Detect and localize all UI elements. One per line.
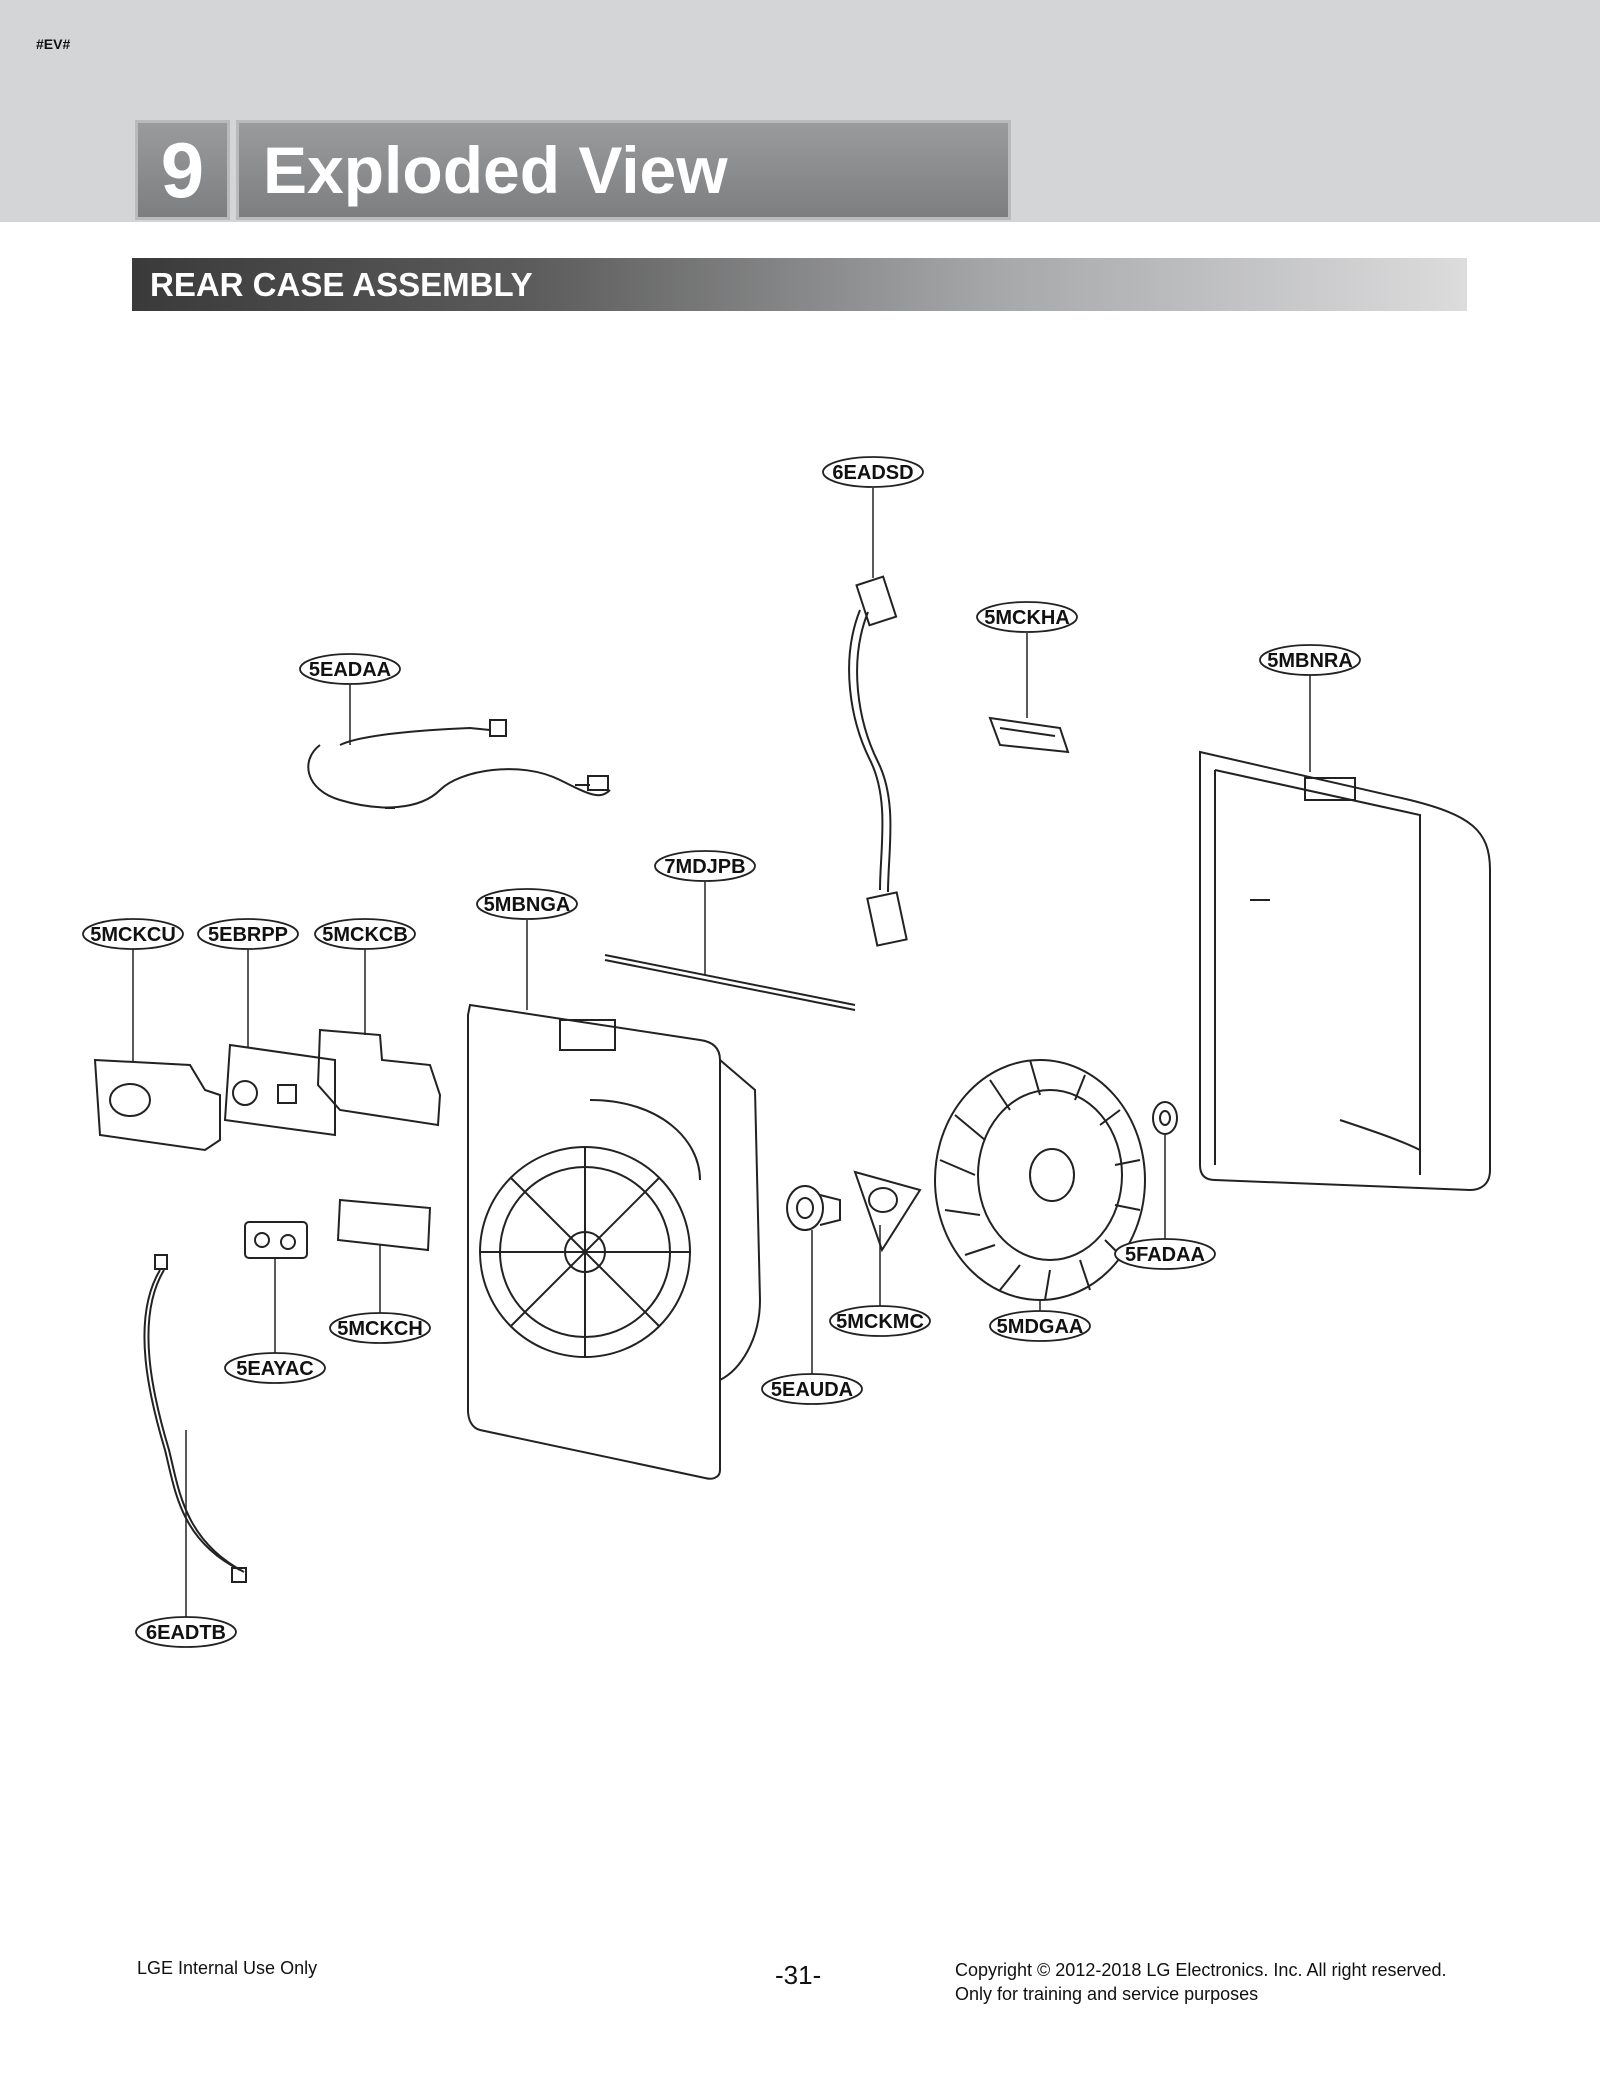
label-bubble <box>476 888 578 920</box>
label-bubble <box>829 1305 931 1337</box>
part-label-5mckcb: 5MCKCB <box>314 918 416 950</box>
leader-lines <box>132 488 1311 1617</box>
label-bubble <box>654 850 756 882</box>
part-code: 6EADSD <box>832 462 913 484</box>
wire-harness-drawing <box>848 575 908 947</box>
part-code: 5EBRPP <box>208 924 288 946</box>
sub-pcb-drawing <box>316 1028 442 1127</box>
part-drawings <box>93 575 1491 1583</box>
main-pcb-drawing <box>223 1043 336 1137</box>
part-label-5mbnra: 5MBNRA <box>1259 644 1361 676</box>
part-label-5eadaa: 5EADAA <box>299 653 401 685</box>
footer-internal-use: LGE Internal Use Only <box>137 1958 318 1978</box>
label-bubble <box>1114 1238 1216 1270</box>
label-bubble <box>224 1352 326 1384</box>
page-tag: #EV# <box>36 36 71 52</box>
part-code: 5MCKHA <box>984 607 1070 629</box>
part-label-5eayac: 5EAYAC <box>224 1352 326 1384</box>
page-title: Exploded View <box>236 120 1011 220</box>
part-label-6eadtb: 6EADTB <box>135 1616 237 1648</box>
page-number: -31- <box>775 1960 822 1990</box>
part-code: 5EAYAC <box>236 1358 313 1380</box>
part-code: 5FADAA <box>1125 1244 1205 1266</box>
sensor-drawing <box>244 1221 308 1259</box>
label-bubble <box>314 918 416 950</box>
pcb-cover-drawing <box>93 1058 221 1152</box>
part-label-5mckmc: 5MCKMC <box>829 1305 931 1337</box>
copyright-line-1: Copyright © 2012-2018 LG Electronics. In… <box>955 1960 1447 1980</box>
filter-pad-drawing <box>336 1198 432 1252</box>
part-label-5mbnga: 5MBNGA <box>476 888 578 920</box>
part-code: 5MBNRA <box>1267 650 1353 672</box>
section-title: REAR CASE ASSEMBLY <box>132 258 1467 311</box>
copyright-line-2: Only for training and service purposes <box>955 1984 1259 2004</box>
part-code: 5MBNGA <box>484 894 571 916</box>
label-bubble <box>299 653 401 685</box>
chapter-number: 9 <box>135 120 230 220</box>
power-cord-drawing <box>307 719 611 809</box>
label-bubble <box>976 601 1078 633</box>
part-code: 5EAUDA <box>771 1379 853 1401</box>
rod-drawing <box>604 954 856 1011</box>
label-bubble <box>1259 644 1361 676</box>
part-label-5mdgaa: 5MDGAA <box>989 1310 1091 1342</box>
part-label-5fadaa: 5FADAA <box>1114 1238 1216 1270</box>
part-code: 6EADTB <box>146 1622 226 1644</box>
part-code: 5MCKCB <box>322 924 408 946</box>
part-label-5mckch: 5MCKCH <box>329 1312 431 1344</box>
rear-cover-drawing <box>1199 750 1491 1192</box>
blower-wheel-drawing <box>934 1059 1146 1301</box>
part-labels: 6EADSD 5MCKHA 5MBNRA 5EADAA 7MDJPB 5MBNGA 5MCK… <box>82 456 1361 1648</box>
part-code: 5MDGAA <box>997 1316 1084 1338</box>
part-code: 5EADAA <box>309 659 391 681</box>
housing-drawing <box>467 1003 762 1480</box>
label-bubble <box>822 456 924 488</box>
part-label-7mdjpb: 7MDJPB <box>654 850 756 882</box>
label-bubble <box>135 1616 237 1648</box>
label-bubble <box>329 1312 431 1344</box>
motor-bracket-drawing <box>853 1170 922 1253</box>
label-bubble <box>989 1310 1091 1342</box>
part-label-5ebrpp: 5EBRPP <box>197 918 299 950</box>
footer-copyright: Copyright © 2012-2018 LG Electronics. In… <box>955 1958 1447 2006</box>
part-label-6eadsd: 6EADSD <box>822 456 924 488</box>
part-code: 5MCKMC <box>836 1311 924 1333</box>
clip-drawing <box>988 716 1070 754</box>
bushing-drawing <box>1152 1101 1178 1135</box>
label-bubble <box>761 1373 863 1405</box>
part-code: 5MCKCH <box>337 1318 423 1340</box>
label-bubble <box>197 918 299 950</box>
sensor-cable-drawing <box>143 1254 247 1583</box>
part-label-5mckha: 5MCKHA <box>976 601 1078 633</box>
part-code: 5MCKCU <box>90 924 176 946</box>
part-label-5mckcu: 5MCKCU <box>82 918 184 950</box>
part-code: 7MDJPB <box>664 856 745 878</box>
label-bubble <box>82 918 184 950</box>
part-label-5eauda: 5EAUDA <box>761 1373 863 1405</box>
motor-drawing <box>786 1185 841 1231</box>
